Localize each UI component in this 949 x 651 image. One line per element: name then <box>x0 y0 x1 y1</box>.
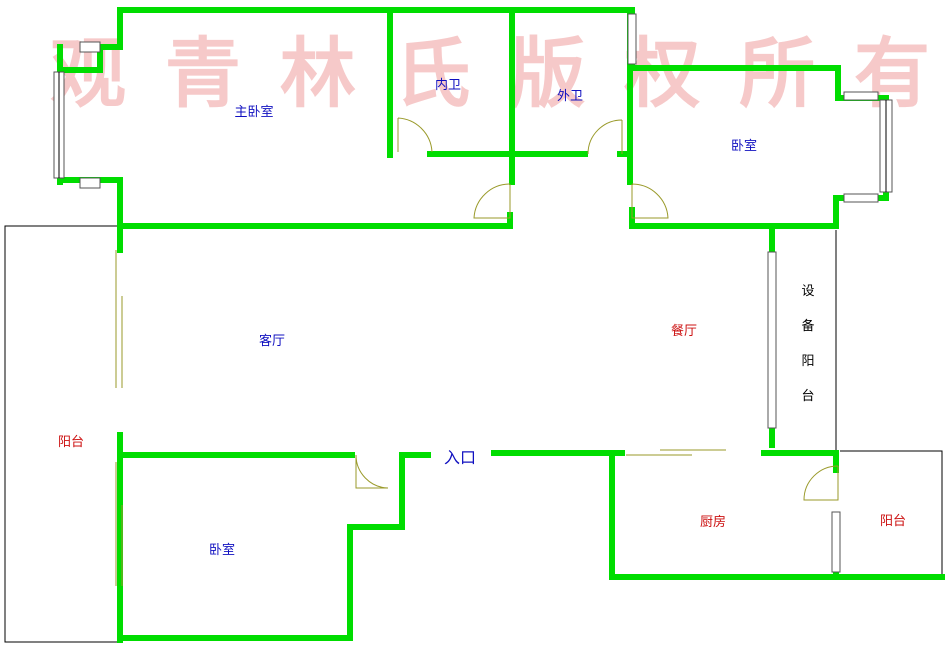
label-equip-balcony-1: 设 <box>801 284 814 299</box>
label-equip-balcony-3: 阳 <box>801 354 814 369</box>
label-balcony-se: 阳台 <box>880 514 906 529</box>
label-dining-room: 餐厅 <box>671 323 697 339</box>
label-equip-balcony-2: 备 <box>801 318 814 334</box>
doors <box>355 117 839 501</box>
label-kitchen: 厨房 <box>700 514 726 530</box>
label-living-room: 客厅 <box>259 333 285 349</box>
label-master-bedroom: 主卧室 <box>234 104 273 120</box>
label-inner-bath: 内卫 <box>435 77 461 93</box>
label-entrance: 入口 <box>444 448 476 467</box>
watermark-text: 观 青 林 氏 版 权 所 有 <box>50 29 930 118</box>
label-equip-balcony-4: 台 <box>801 389 814 404</box>
label-bedroom-ne: 卧室 <box>731 138 757 154</box>
label-bedroom-sw: 卧室 <box>209 542 235 558</box>
label-outer-bath: 外卫 <box>557 89 583 104</box>
balcony-outlines <box>4 225 943 643</box>
room-labels: 主卧室 内卫 外卫 卧室 客厅 餐厅 设 备 阳 台 阳台 入口 卧室 厨房 阳… <box>58 77 906 558</box>
label-balcony-west: 阳台 <box>58 435 84 450</box>
windows <box>53 13 893 586</box>
